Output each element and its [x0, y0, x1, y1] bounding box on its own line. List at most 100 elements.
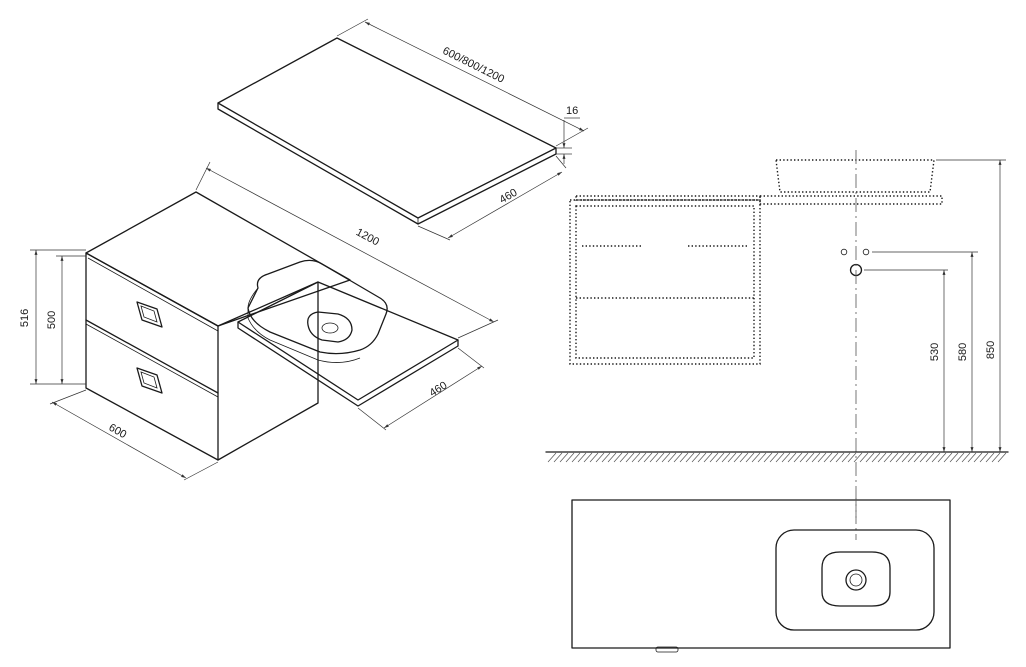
hatch-line — [733, 452, 743, 463]
hatch-line — [619, 452, 629, 463]
hatch-line — [631, 452, 641, 463]
hatch-line — [805, 452, 815, 463]
top-view-tab — [655, 646, 679, 653]
hatch-line — [781, 452, 791, 463]
hatch-line — [757, 452, 767, 463]
hatch-line — [643, 452, 653, 463]
hatch-line — [799, 452, 809, 463]
label-total-length: 1200 — [354, 226, 381, 248]
hatch-line — [763, 452, 773, 463]
hatch-line — [937, 452, 947, 463]
hatch-line — [769, 452, 779, 463]
hatch-line — [709, 452, 719, 463]
hatch-line — [793, 452, 803, 463]
hatch-line — [967, 452, 977, 463]
hatch-line — [649, 452, 659, 463]
dim-front-heights: 530 580 850 — [864, 159, 1006, 452]
drawer-handle-top — [136, 301, 163, 328]
hatch-line — [751, 452, 761, 463]
hatch-line — [601, 452, 611, 463]
top-view-basin — [775, 529, 935, 631]
label-basin-top-height: 850 — [985, 341, 997, 359]
hatch-line — [853, 452, 863, 463]
hatch-line — [673, 452, 683, 463]
hatch-line — [739, 452, 749, 463]
hatch-line — [979, 452, 989, 463]
hatch-line — [895, 452, 905, 463]
hatch-line — [901, 452, 911, 463]
hatch-line — [589, 452, 599, 463]
top-view-drain-inner — [849, 573, 863, 587]
drawer-handle-bottom — [136, 367, 163, 394]
dim-cabinet-heights: 516 500 — [19, 249, 86, 385]
hatch-line — [613, 452, 623, 463]
hatch-line — [817, 452, 827, 463]
hatch-line — [955, 452, 965, 463]
hatch-line — [607, 452, 617, 463]
hatch-line — [703, 452, 713, 463]
hatch-line — [865, 452, 875, 463]
hatch-line — [907, 452, 917, 463]
label-drain-height: 530 — [929, 343, 941, 361]
hatch-line — [991, 452, 1001, 463]
label-shelf-depth: 460 — [427, 380, 449, 400]
hatch-line — [997, 452, 1007, 463]
hatch-line — [583, 452, 593, 463]
hatch-line — [913, 452, 923, 463]
hatch-line — [943, 452, 953, 463]
label-outlet-height: 580 — [957, 343, 969, 361]
hatch-line — [925, 452, 935, 463]
top-view-drain-outer — [845, 569, 867, 591]
hatch-line — [571, 452, 581, 463]
hatch-line — [841, 452, 851, 463]
hatch-line — [889, 452, 899, 463]
hatch-line — [655, 452, 665, 463]
hatch-line — [667, 452, 677, 463]
hatch-line — [985, 452, 995, 463]
hatch-line — [559, 452, 569, 463]
water-inlet-left — [840, 248, 848, 256]
hatch-line — [961, 452, 971, 463]
hatch-line — [877, 452, 887, 463]
label-height-516: 516 — [19, 309, 31, 327]
hatch-line — [553, 452, 563, 463]
label-counter-thickness: 16 — [566, 105, 578, 117]
hatch-line — [691, 452, 701, 463]
hatch-line — [685, 452, 695, 463]
hatch-line — [847, 452, 857, 463]
hatch-line — [949, 452, 959, 463]
front-elevation — [545, 150, 1009, 540]
hatch-line — [721, 452, 731, 463]
hatch-line — [973, 452, 983, 463]
hatch-line — [565, 452, 575, 463]
hatch-line — [775, 452, 785, 463]
hatch-line — [595, 452, 605, 463]
hatch-line — [727, 452, 737, 463]
cabinet-iso — [85, 191, 351, 461]
hatch-line — [871, 452, 881, 463]
hatch-line — [661, 452, 671, 463]
hatch-line — [637, 452, 647, 463]
hatch-line — [625, 452, 635, 463]
label-counter-depth: 460 — [498, 187, 520, 207]
hatch-line — [931, 452, 941, 463]
hatch-line — [823, 452, 833, 463]
label-cabinet-width: 600 — [107, 422, 129, 441]
water-inlet-right — [862, 248, 870, 256]
hatch-line — [715, 452, 725, 463]
hatch-line — [679, 452, 689, 463]
hatch-line — [697, 452, 707, 463]
hatch-line — [829, 452, 839, 463]
floor-hatch — [547, 452, 1007, 463]
hatch-line — [787, 452, 797, 463]
hatch-line — [811, 452, 821, 463]
dim-counter-thickness: 16 — [556, 105, 580, 164]
hatch-line — [745, 452, 755, 463]
top-view — [571, 498, 951, 653]
hatch-line — [883, 452, 893, 463]
label-counter-length: 600/800/1200 — [441, 45, 507, 86]
dim-total-length: 1200 — [195, 161, 499, 339]
hatch-line — [859, 452, 869, 463]
label-height-500: 500 — [46, 311, 58, 329]
